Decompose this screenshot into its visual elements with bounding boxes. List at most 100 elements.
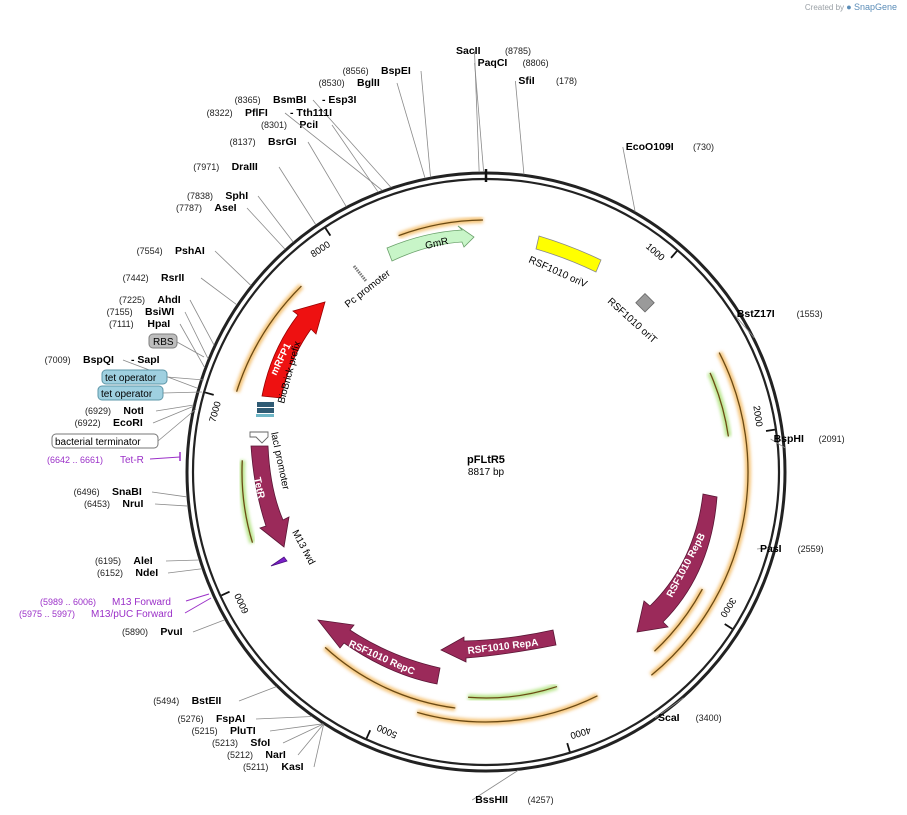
site-kasi[interactable]: KasI(5211)	[243, 724, 325, 773]
site-scai[interactable]: ScaI(3400)	[654, 697, 722, 724]
plasmid-backbone	[185, 169, 787, 773]
site-leader	[246, 207, 286, 250]
site-nrui[interactable]: NruI(6453)	[84, 498, 188, 510]
site-ndei[interactable]: NdeI(6152)	[97, 567, 203, 579]
site-asei[interactable]: AseI(7787)	[176, 202, 286, 250]
repa-feature[interactable]: RSF1010 RepA	[440, 629, 557, 663]
site-pasi[interactable]: PasI(2559)	[756, 543, 824, 555]
site-alei[interactable]: AleI(6195)	[95, 555, 200, 567]
orf-bottom-left[interactable]	[323, 645, 456, 711]
m13-puc-forward-primer[interactable]: (5975 .. 5997) M13/pUC Forward	[19, 597, 212, 620]
site-snabi[interactable]: SnaBI(6496)	[74, 486, 188, 498]
orf-bottom[interactable]	[416, 693, 599, 725]
site-pshai[interactable]: PshAI(7554)	[137, 245, 252, 286]
tetr-feature[interactable]: TetR	[250, 445, 290, 548]
tet-operator-label-2: tet operator	[101, 389, 153, 400]
site-bstz17i[interactable]: BstZ17I(1553)	[733, 308, 823, 338]
ruler-tick-1000	[670, 250, 678, 259]
site-name: BspEI	[381, 65, 411, 77]
repc-feature[interactable]: RSF1010 RepC	[317, 619, 441, 685]
tet-operator-label-1: tet operator	[105, 373, 157, 384]
site-position: (8322)	[207, 108, 233, 118]
site-bsphi[interactable]: BspHI(2091)	[770, 433, 845, 449]
site-bglii[interactable]: BglII(8530)	[319, 77, 426, 179]
orf-left-green[interactable]	[239, 460, 256, 544]
site-name: PciI	[299, 119, 318, 131]
site-bspei[interactable]: BspEI(8556)	[343, 65, 431, 178]
site-sfoi[interactable]: SfoI(5213)	[212, 723, 324, 749]
orf-right-outer[interactable]	[649, 351, 751, 678]
site-leader	[214, 250, 252, 286]
site-noti[interactable]: NotI(6929)	[85, 404, 194, 417]
site-ecoo109i[interactable]: EcoO109I(730)	[622, 141, 714, 212]
site-bsshii[interactable]: BssHII(4257)	[471, 769, 554, 806]
orf-right-green[interactable]	[707, 371, 732, 437]
orf-top[interactable]	[397, 217, 483, 239]
m13puc-label: M13/pUC Forward	[91, 609, 173, 620]
site-position: (5276)	[178, 714, 204, 724]
site-bsrgi[interactable]: BsrGI(8137)	[230, 136, 347, 207]
site-name: AleI	[133, 555, 152, 567]
site-leader	[184, 311, 209, 360]
restriction-sites: SacII(8785)PaqCI(8806)SfiI(178)EcoO109I(…	[45, 45, 845, 806]
site-position: (6929)	[85, 406, 111, 416]
site-nari[interactable]: NarI(5212)	[227, 723, 324, 761]
tet-operator-chip-1[interactable]: tet operator	[101, 369, 205, 385]
gmr-feature[interactable]: GmR	[386, 225, 475, 262]
rbs-chip[interactable]: RBS	[148, 333, 205, 358]
orf-right-inner[interactable]	[652, 587, 706, 654]
tet-operator-chip-2[interactable]: tet operator	[97, 385, 203, 401]
site-name: EcoRI	[113, 417, 143, 429]
site-pvui[interactable]: PvuI(5890)	[122, 619, 226, 638]
primers: (6642 .. 6661) Tet-R (5989 .. 6006) M13 …	[19, 452, 212, 620]
site-leader	[189, 299, 215, 346]
orf-bottom-green[interactable]	[467, 683, 558, 701]
plasmid-name: pFLtR5	[467, 454, 505, 466]
tth111i-label[interactable]: - Tth111I	[290, 107, 332, 119]
site-leader	[238, 686, 277, 702]
site-position: (7155)	[107, 307, 133, 317]
site-leader	[200, 277, 238, 306]
tetr-primer-label: Tet-R	[120, 455, 144, 466]
site-ecori[interactable]: EcoRI(6922)	[75, 406, 194, 429]
m13-forward-primer[interactable]: (5989 .. 6006) M13 Forward	[40, 593, 210, 608]
site-pcii[interactable]: PciI(8301)	[261, 119, 379, 193]
site-sphi[interactable]: SphI(7838)	[187, 190, 294, 243]
site-name: PasI	[760, 543, 782, 555]
pc-promoter-feature[interactable]: Pc promoter	[343, 265, 393, 310]
site-rsrii[interactable]: RsrII(7442)	[123, 272, 238, 306]
site-pflfi[interactable]: PflFI(8322)	[207, 107, 383, 191]
tetr-primer[interactable]: (6642 .. 6661) Tet-R	[47, 452, 181, 466]
site-name: BsrGI	[268, 136, 297, 148]
site-bsteii[interactable]: BstEII(5494)	[153, 686, 277, 707]
site-leader	[282, 723, 324, 744]
ruler-label-1000: 1000	[643, 241, 666, 263]
esp3i-label[interactable]: - Esp3I	[322, 94, 357, 106]
site-draiii[interactable]: DraIII(7971)	[193, 161, 317, 226]
terminator-chip[interactable]: bacterial terminator	[51, 408, 197, 449]
site-leader	[654, 697, 684, 719]
ruler-label-3000: 3000	[717, 595, 738, 619]
orf-left[interactable]	[233, 283, 304, 393]
ruler-tick-7000	[204, 391, 214, 396]
site-pluti[interactable]: PluTI(5215)	[192, 723, 323, 737]
site-bsmbi[interactable]: BsmBI(8365)	[235, 94, 392, 188]
site-paqci[interactable]: PaqCI(8806)	[474, 57, 549, 173]
orit-feature[interactable]: RSF1010 oriT	[605, 292, 659, 346]
m13f-label: M13 Forward	[112, 597, 171, 608]
site-ahdi[interactable]: AhdI(7225)	[119, 294, 215, 346]
sapi-label[interactable]: - SapI	[131, 354, 160, 366]
oriv-feature[interactable]: RSF1010 oriV	[527, 235, 602, 290]
site-position: (7554)	[137, 246, 163, 256]
site-bsiwi[interactable]: BsiWI(7155)	[107, 306, 209, 360]
site-sfii[interactable]: SfiI(178)	[515, 75, 577, 175]
site-position: (8806)	[523, 58, 549, 68]
site-leader	[733, 313, 755, 338]
site-fspai[interactable]: FspAI(5276)	[178, 713, 313, 725]
site-leader	[313, 724, 325, 768]
site-hpai[interactable]: HpaI(7111)	[109, 318, 206, 368]
ruler-tick-8000	[324, 227, 332, 237]
ruler-label-7000: 7000	[207, 400, 223, 423]
site-name: BspHI	[774, 433, 804, 445]
